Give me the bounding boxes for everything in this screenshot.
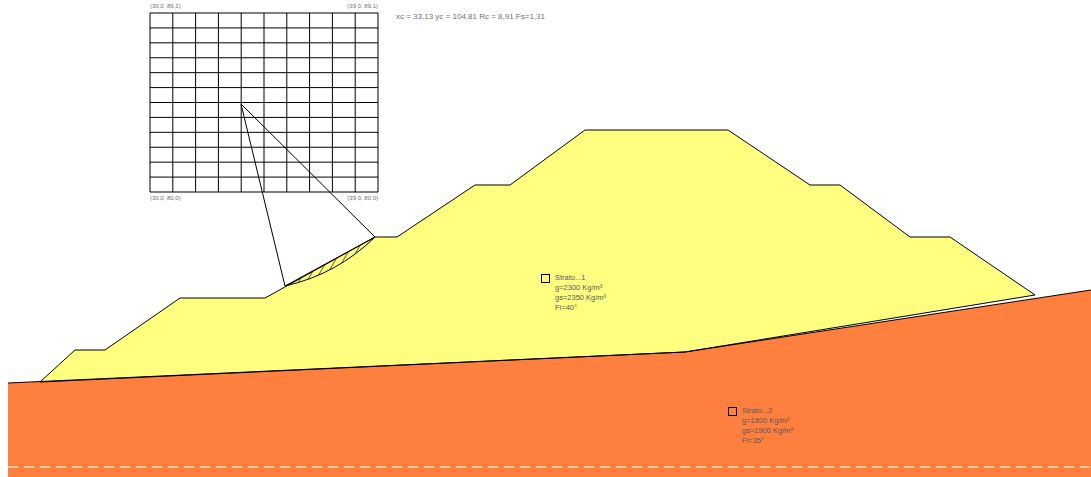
stratum-properties: Strato...1g=2300 Kg/m³gs=2350 Kg/m³Fi=40… [555, 273, 606, 313]
sliding-mass [285, 237, 375, 286]
grid-line [150, 13, 378, 14]
stratum-text: g=1800 Kg/m³ [742, 416, 793, 426]
stratum-1-region [40, 130, 1035, 382]
stratum-boundary [8, 290, 1091, 383]
stratum-marker: Strato...2g=1800 Kg/m³gs=1900 Kg/m³Fi=35… [728, 406, 796, 446]
grid-coordinate: (39,0, 89,1) [347, 3, 378, 9]
grid-line [150, 192, 378, 193]
grid-line [150, 147, 378, 148]
stratum-properties: Strato...2g=1800 Kg/m³gs=1900 Kg/m³Fi=35… [742, 406, 793, 446]
grid-line [150, 102, 378, 103]
stratum-text: gs=1900 Kg/m³ [742, 426, 793, 436]
stratum-text: Fi=35° [742, 436, 793, 446]
grid-line [150, 177, 378, 178]
grid-line [150, 87, 378, 88]
stratum-text: Strato...2 [742, 406, 793, 416]
grid-line [150, 162, 378, 163]
stratum-square [728, 407, 737, 416]
stratum-text: g=2300 Kg/m³ [555, 283, 606, 293]
grid-line [150, 57, 378, 58]
grid-coordinate: (30,0, 89,1) [150, 3, 181, 9]
radius-line [241, 104, 285, 286]
grid-line [150, 117, 378, 118]
grid-coordinate: (39,0, 80,0) [347, 195, 378, 201]
stratum-text: Strato...1 [555, 273, 606, 283]
reference-line [8, 466, 1091, 468]
grid-line [150, 72, 378, 73]
stratum-square [541, 274, 550, 283]
stratum-text: Fi=40° [555, 303, 606, 313]
grid-line [150, 42, 378, 43]
result-header: xc = 33,13 yc = 104,81 Rc = 8,91 Fs=1,31 [396, 13, 545, 21]
grid-line [150, 132, 378, 133]
centre-search-grid [150, 13, 378, 192]
stratum-marker: Strato...1g=2300 Kg/m³gs=2350 Kg/m³Fi=40… [541, 273, 609, 313]
stratum-text: gs=2350 Kg/m³ [555, 293, 606, 303]
grid-line [150, 27, 378, 28]
grid-coordinate: (30,0, 80,0) [150, 195, 181, 201]
